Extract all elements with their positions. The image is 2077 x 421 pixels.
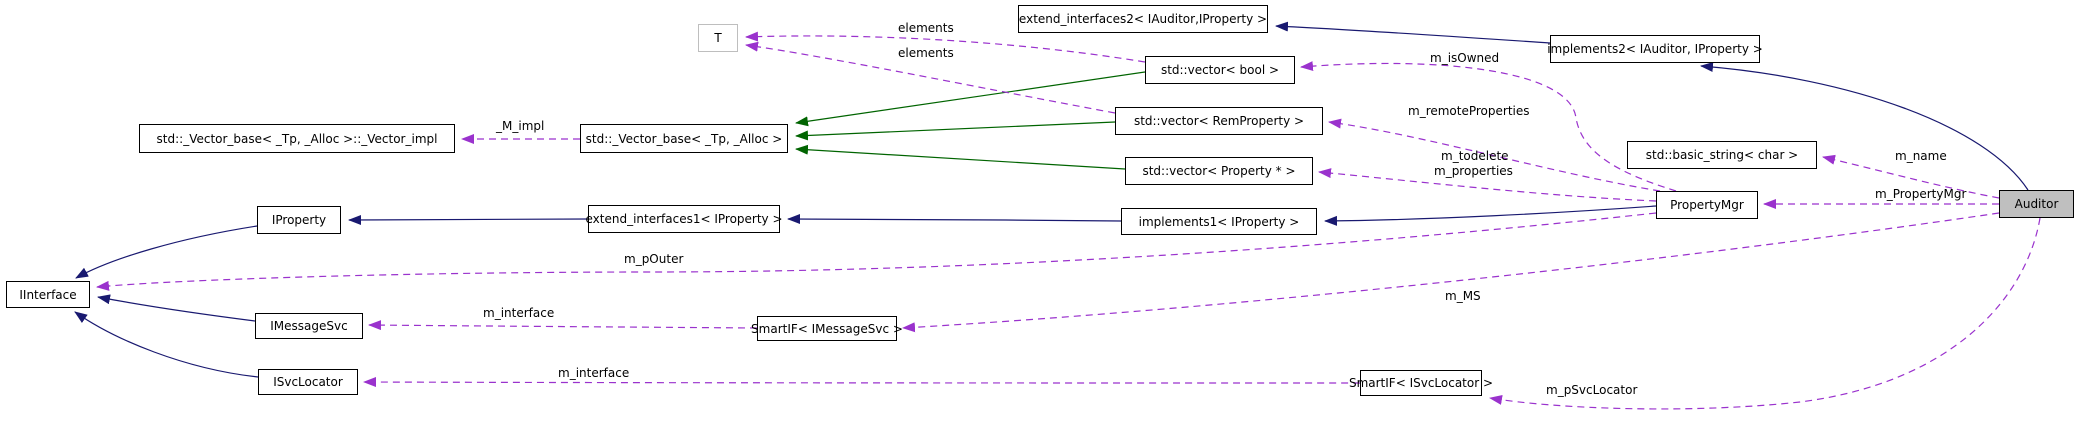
node-iproperty[interactable]: IProperty	[257, 206, 341, 234]
node-imessagesvc[interactable]: IMessageSvc	[255, 313, 363, 339]
edge-label-m-properties: m_properties	[1434, 164, 1513, 178]
edge-label-m-interface-bottom: m_interface	[558, 366, 630, 380]
edge-label-m-name: m_name	[1895, 149, 1947, 163]
edge-propertymgr-uses-vector-property	[1318, 168, 1657, 202]
edge-label-elements-top: elements	[898, 21, 954, 35]
edge-auditor-inherits-implements2	[1700, 61, 2029, 191]
edge-auditor-uses-smartif-imessagesvc	[902, 212, 2000, 333]
node-vector-bool[interactable]: std::vector< bool >	[1145, 56, 1295, 84]
edge-propertymgr-uses-iinterface	[96, 212, 1657, 291]
edge-label-elements-bottom: elements	[898, 46, 954, 60]
edge-implements1-inherits-extend-interfaces1	[787, 214, 1122, 225]
edge-smartif-imessagesvc-uses-imessagesvc	[368, 320, 758, 331]
node-vector-property-ptr[interactable]: std::vector< Property * >	[1125, 157, 1313, 185]
edge-label-m-impl: _M_impl	[496, 119, 545, 133]
node-implements2[interactable]: implements2< IAuditor, IProperty >	[1547, 35, 1763, 63]
edge-smartif-isvclocator-uses-isvclocator	[363, 377, 1361, 388]
edge-imessagesvc-inherits-iinterface	[97, 294, 256, 322]
edge-label-m-interface-top: m_interface	[483, 306, 555, 320]
edge-label-m-remoteproperties: m_remoteProperties	[1408, 104, 1530, 118]
edge-auditor-uses-basic-string	[1822, 154, 2000, 199]
node-implements1[interactable]: implements1< IProperty >	[1121, 208, 1317, 235]
node-isvclocator[interactable]: ISvcLocator	[258, 369, 358, 395]
node-propertymgr[interactable]: PropertyMgr	[1656, 191, 1758, 219]
node-smartif-isvclocator[interactable]: SmartIF< ISvcLocator >	[1349, 370, 1493, 396]
edge-propertymgr-uses-vector-remproperty	[1328, 118, 1661, 192]
node-vector-impl[interactable]: std::_Vector_base< _Tp, _Alloc >::_Vecto…	[139, 124, 455, 153]
edge-extend-interfaces1-inherits-iproperty	[348, 214, 589, 225]
edge-vector-bool-inherits-vector-base	[795, 71, 1146, 127]
edge-label-m-psvclocator: m_pSvcLocator	[1546, 383, 1638, 397]
edge-vector-remproperty-uses-t	[745, 41, 1116, 114]
edge-propertymgr-uses-vector-bool	[1300, 61, 1677, 192]
node-basic-string[interactable]: std::basic_string< char >	[1627, 141, 1817, 169]
edge-vector-remproperty-inherits-vector-base	[795, 121, 1116, 141]
node-vector-remproperty[interactable]: std::vector< RemProperty >	[1115, 107, 1323, 135]
node-vector-base[interactable]: std::_Vector_base< _Tp, _Alloc >	[580, 124, 788, 153]
edge-label-m-pouter: m_pOuter	[624, 252, 684, 266]
edge-vector-property-inherits-vector-base	[795, 144, 1126, 170]
edge-vector-bool-uses-t	[745, 31, 1146, 63]
node-smartif-imessagesvc[interactable]: SmartIF< IMessageSvc >	[751, 316, 903, 341]
edge-iproperty-inherits-iinterface	[75, 225, 258, 279]
node-template-param-t: T	[698, 24, 738, 52]
node-extend-interfaces2[interactable]: extend_interfaces2< IAuditor,IProperty >	[1018, 5, 1268, 33]
edge-label-m-todelete: m_todelete	[1441, 149, 1509, 163]
edge-propertymgr-inherits-implements1	[1324, 205, 1657, 226]
node-iinterface[interactable]: IInterface	[6, 281, 90, 308]
node-auditor: Auditor	[1999, 190, 2074, 218]
edge-implements2-inherits-extend-interfaces2	[1275, 21, 1551, 44]
edge-isvclocator-inherits-iinterface	[74, 311, 259, 378]
edge-label-m-propertymgr: m_PropertyMgr	[1875, 187, 1967, 201]
edge-auditor-uses-smartif-isvclocator	[1489, 217, 2041, 410]
edge-label-m-isowned: m_isOwned	[1430, 51, 1500, 65]
edge-label-m-ms: m_MS	[1445, 289, 1481, 303]
node-extend-interfaces1[interactable]: extend_interfaces1< IProperty >	[585, 205, 783, 233]
